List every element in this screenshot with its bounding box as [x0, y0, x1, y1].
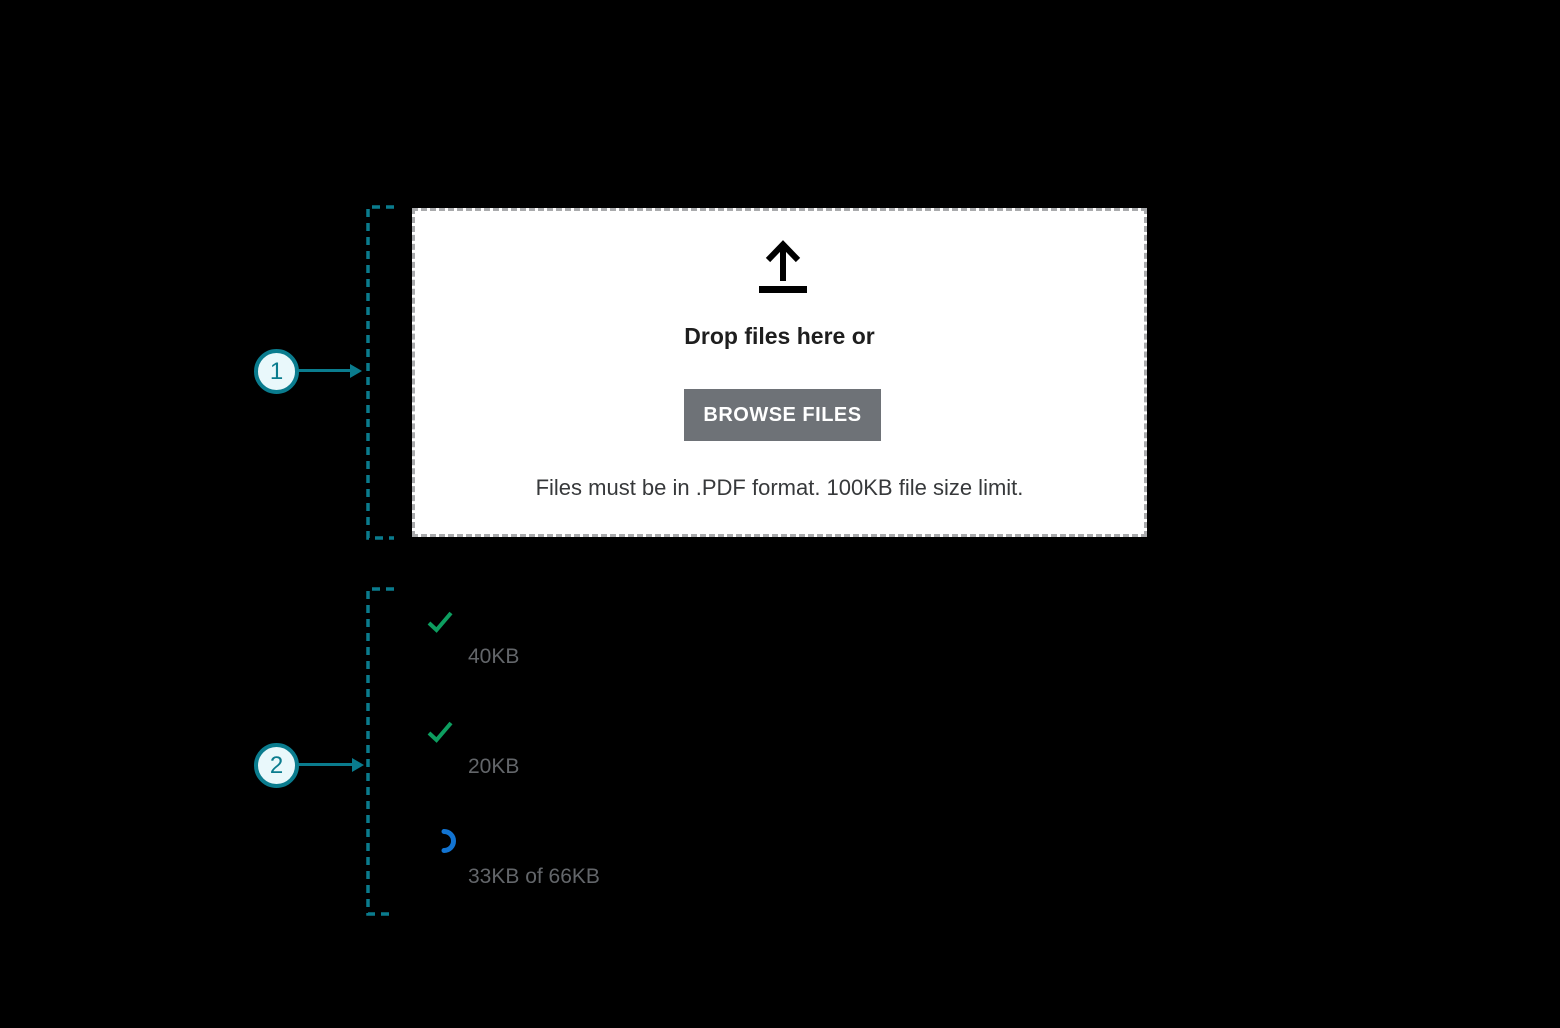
dropzone-heading: Drop files here or: [684, 323, 875, 349]
checkmark-icon: [427, 611, 453, 633]
callout-2-badge: 2: [254, 743, 299, 788]
callout-2-bracket: [366, 587, 394, 916]
callout-1-arrowhead: [350, 364, 362, 378]
callout-1-arrow: [298, 369, 350, 372]
callout-1-bracket: [366, 205, 394, 540]
dropzone-note: Files must be in .PDF format. 100KB file…: [535, 475, 1024, 500]
spinner-icon: [441, 829, 456, 853]
file-size-label: 33KB of 66KB: [468, 865, 600, 888]
callout-2-number: 2: [269, 752, 284, 779]
file-size-label: 40KB: [468, 645, 520, 668]
upload-icon: [759, 240, 807, 293]
file-size-label: 20KB: [468, 755, 520, 778]
callout-2-arrow: [298, 763, 352, 766]
checkmark-icon: [427, 721, 453, 743]
callout-1-number: 1: [269, 358, 284, 385]
file-dropzone[interactable]: Drop files here or BROWSE FILES Files mu…: [412, 208, 1147, 537]
callout-2-arrowhead: [352, 758, 364, 772]
browse-files-button[interactable]: BROWSE FILES: [684, 389, 881, 441]
callout-1-badge: 1: [254, 349, 299, 394]
